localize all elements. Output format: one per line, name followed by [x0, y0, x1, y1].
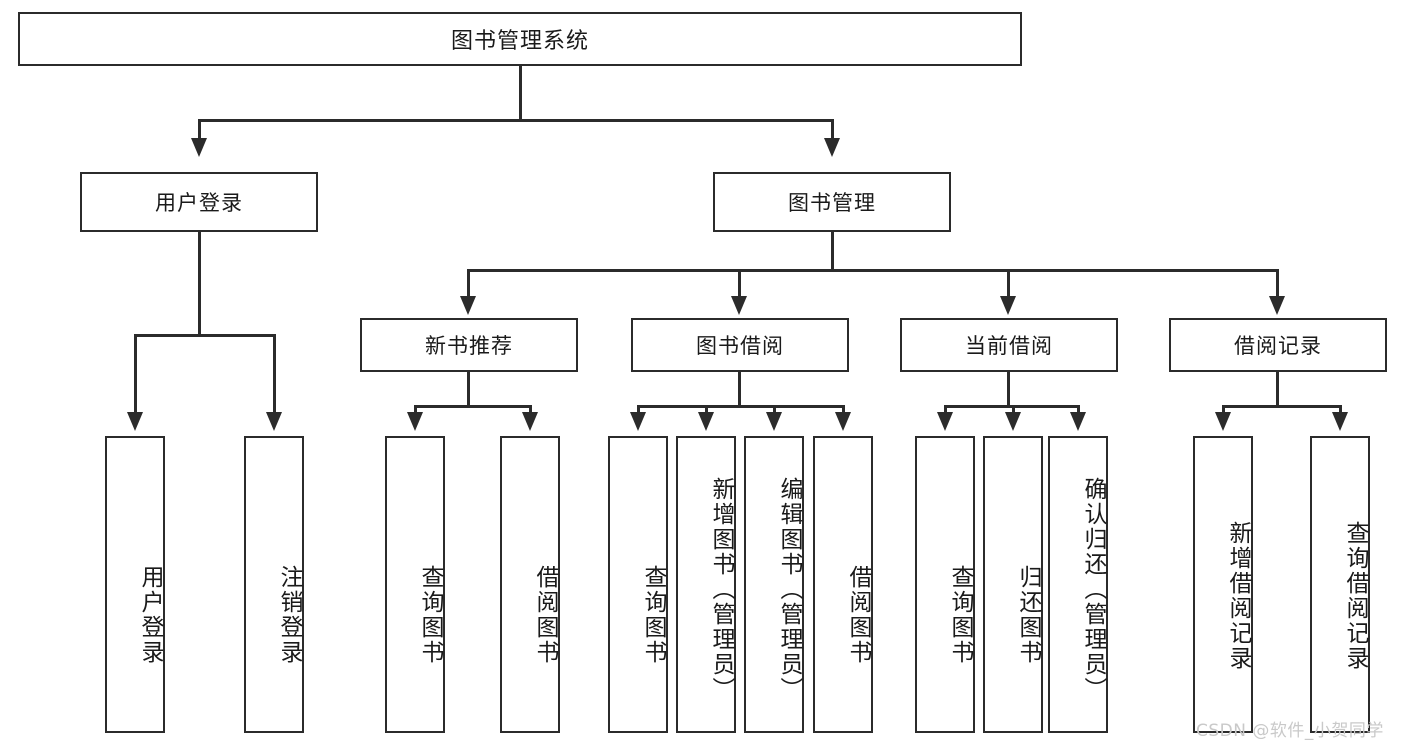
arrow-borrow-leaf-4 [835, 412, 851, 431]
connector-current-drop-1 [944, 405, 947, 414]
connector-level3-drop-3 [1007, 269, 1010, 297]
leaf-current-query-book[interactable]: 查询图书 [915, 436, 975, 733]
connector-borrow-bus [637, 405, 845, 408]
connector-user-login-drop-2 [273, 334, 276, 413]
connector-record-drop-2 [1339, 405, 1342, 414]
connector-root-drop-right [831, 119, 834, 140]
node-root-system[interactable]: 图书管理系统 [18, 12, 1022, 66]
node-user-login[interactable]: 用户登录 [80, 172, 318, 232]
leaf-recommend-query-book[interactable]: 查询图书 [385, 436, 445, 733]
leaf-record-query-record[interactable]: 查询借阅记录 [1310, 436, 1370, 733]
node-borrow-record[interactable]: 借阅记录 [1169, 318, 1387, 372]
arrow-to-new-book-recommend [460, 296, 476, 315]
arrow-root-to-book-manage [824, 138, 840, 157]
arrow-to-leaf-user-login [127, 412, 143, 431]
connector-record-stem [1276, 372, 1279, 408]
arrow-recommend-leaf-2 [522, 412, 538, 431]
connector-root-bus [198, 119, 834, 122]
connector-recommend-drop-2 [529, 405, 532, 414]
connector-book-manage-stem [831, 232, 834, 272]
leaf-current-return-book[interactable]: 归还图书 [983, 436, 1043, 733]
connector-recommend-drop-1 [414, 405, 417, 414]
leaf-current-confirm-return-admin[interactable]: 确认归还（管理员） [1048, 436, 1108, 733]
arrow-borrow-leaf-3 [766, 412, 782, 431]
leaf-recommend-borrow-book[interactable]: 借阅图书 [500, 436, 560, 733]
connector-current-drop-3 [1077, 405, 1080, 414]
arrow-to-book-borrow [731, 296, 747, 315]
node-current-borrow[interactable]: 当前借阅 [900, 318, 1118, 372]
node-book-management[interactable]: 图书管理 [713, 172, 951, 232]
connector-borrow-stem [738, 372, 741, 408]
connector-borrow-drop-2 [705, 405, 708, 414]
connector-root-drop-left [198, 119, 201, 140]
connector-borrow-drop-3 [773, 405, 776, 414]
leaf-record-add-record[interactable]: 新增借阅记录 [1193, 436, 1253, 733]
arrow-root-to-user-login [191, 138, 207, 157]
connector-level3-drop-2 [738, 269, 741, 297]
arrow-current-leaf-2 [1005, 412, 1021, 431]
leaf-borrow-query-book[interactable]: 查询图书 [608, 436, 668, 733]
connector-user-login-stem [198, 232, 201, 336]
connector-borrow-drop-1 [637, 405, 640, 414]
arrow-current-leaf-3 [1070, 412, 1086, 431]
leaf-borrow-edit-book-admin[interactable]: 编辑图书（管理员） [744, 436, 804, 733]
node-book-borrow[interactable]: 图书借阅 [631, 318, 849, 372]
connector-user-login-bus [134, 334, 276, 337]
arrow-borrow-leaf-1 [630, 412, 646, 431]
leaf-borrow-add-book-admin[interactable]: 新增图书（管理员） [676, 436, 736, 733]
connector-recommend-bus [414, 405, 532, 408]
arrow-borrow-leaf-2 [698, 412, 714, 431]
leaf-borrow-borrow-book[interactable]: 借阅图书 [813, 436, 873, 733]
leaf-logout[interactable]: 注销登录 [244, 436, 304, 733]
connector-current-drop-2 [1012, 405, 1015, 414]
arrow-to-leaf-logout [266, 412, 282, 431]
arrow-record-leaf-2 [1332, 412, 1348, 431]
connector-record-drop-1 [1222, 405, 1225, 414]
connector-root-stem [519, 66, 522, 120]
connector-level3-drop-4 [1276, 269, 1279, 297]
csdn-watermark: CSDN @软件_小贺同学 [1196, 721, 1384, 741]
arrow-recommend-leaf-1 [407, 412, 423, 431]
connector-level3-drop-1 [467, 269, 470, 297]
connector-borrow-drop-4 [842, 405, 845, 414]
arrow-current-leaf-1 [937, 412, 953, 431]
connector-user-login-drop-1 [134, 334, 137, 413]
leaf-user-login[interactable]: 用户登录 [105, 436, 165, 733]
connector-recommend-stem [467, 372, 470, 408]
arrow-record-leaf-1 [1215, 412, 1231, 431]
connector-record-bus [1222, 405, 1342, 408]
connector-level3-bus [467, 269, 1279, 272]
node-new-book-recommend[interactable]: 新书推荐 [360, 318, 578, 372]
connector-current-stem [1007, 372, 1010, 408]
arrow-to-borrow-record [1269, 296, 1285, 315]
arrow-to-current-borrow [1000, 296, 1016, 315]
